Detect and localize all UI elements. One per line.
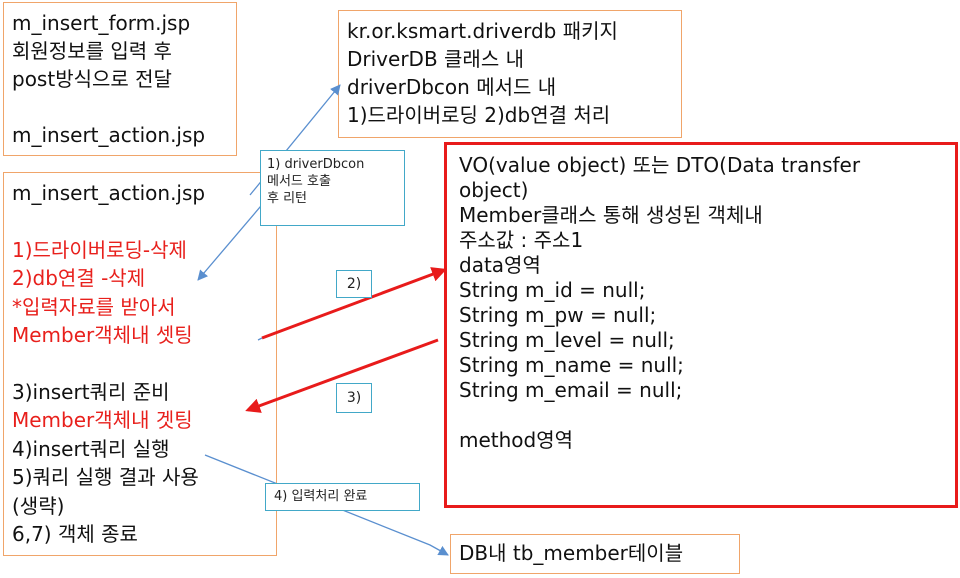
- vo-line: String m_pw = null;: [459, 303, 657, 327]
- action-line: [12, 350, 268, 378]
- action-title: m_insert_action.jsp: [12, 181, 206, 205]
- note-step3-label: 3): [346, 390, 362, 406]
- form-box: m_insert_form.jsp 회원정보를 입력 후 post방식으로 전달…: [3, 2, 237, 156]
- note-line: 1) driverDbcon: [267, 157, 365, 172]
- action-line: Member객체내 겟팅: [12, 408, 193, 432]
- vo-line: object): [459, 178, 529, 202]
- db-label: DB내 tb_member테이블: [459, 541, 684, 565]
- driverdb-box: kr.or.ksmart.driverdb 패키지 DriverDB 클래스 내…: [338, 10, 682, 138]
- note-line: 후 리턴: [267, 191, 308, 206]
- note-step2: 2): [336, 270, 372, 298]
- vo-line: data영역: [459, 253, 541, 277]
- action-line: (생략): [12, 493, 65, 518]
- note-step2-label: 2): [346, 276, 362, 292]
- action-line: Member객체내 셋팅: [12, 323, 193, 347]
- driverdb-line: kr.or.ksmart.driverdb 패키지: [347, 19, 618, 43]
- vo-line: VO(value object) 또는 DTO(Data transfer: [459, 153, 861, 177]
- note-step3: 3): [336, 383, 372, 413]
- form-line: post방식으로 전달: [12, 67, 172, 91]
- driverdb-line: DriverDB 클래스 내: [347, 47, 524, 71]
- vo-line: String m_email = null;: [459, 378, 683, 402]
- form-line: m_insert_form.jsp: [12, 11, 191, 35]
- action-line: 3)insert쿼리 준비: [12, 379, 170, 404]
- vo-line: [459, 403, 943, 428]
- note-step4: 4) 입력처리 완료: [265, 483, 420, 511]
- note-line: 메서드 호출: [267, 174, 331, 189]
- action-line: 4)insert쿼리 실행: [12, 436, 170, 461]
- vo-line: Member클래스 통해 생성된 객체내: [459, 203, 763, 227]
- action-line: *입력자료를 받아서: [12, 294, 176, 319]
- action-box: m_insert_action.jsp 1)드라이버로딩-삭제 2)db연결 -…: [3, 172, 277, 556]
- driverdb-line: driverDbcon 메서드 내: [347, 75, 557, 99]
- vo-box: VO(value object) 또는 DTO(Data transfer ob…: [444, 142, 958, 508]
- form-line: 회원정보를 입력 후: [12, 39, 172, 63]
- vo-line: method영역: [459, 428, 574, 452]
- db-box: DB내 tb_member테이블: [450, 534, 740, 574]
- action-line: [12, 208, 268, 236]
- action-line: 5)쿼리 실행 결과 사용: [12, 465, 199, 489]
- action-line: 1)드라이버로딩-삭제: [12, 237, 187, 262]
- vo-line: 주소값 : 주소1: [459, 228, 584, 252]
- vo-line: String m_id = null;: [459, 278, 646, 302]
- action-line: 2)db연결 -삭제: [12, 266, 146, 290]
- form-line: m_insert_action.jsp: [12, 123, 206, 147]
- note-driverdbcon: 1) driverDbcon 메서드 호출 후 리턴: [260, 150, 405, 226]
- vo-line: String m_name = null;: [459, 353, 684, 377]
- form-line: [12, 93, 228, 121]
- driverdb-line: 1)드라이버로딩 2)db연결 처리: [347, 103, 611, 127]
- vo-line: String m_level = null;: [459, 328, 675, 352]
- note-step4-label: 4) 입력처리 완료: [274, 489, 368, 504]
- action-line: 6,7) 객체 종료: [12, 522, 138, 546]
